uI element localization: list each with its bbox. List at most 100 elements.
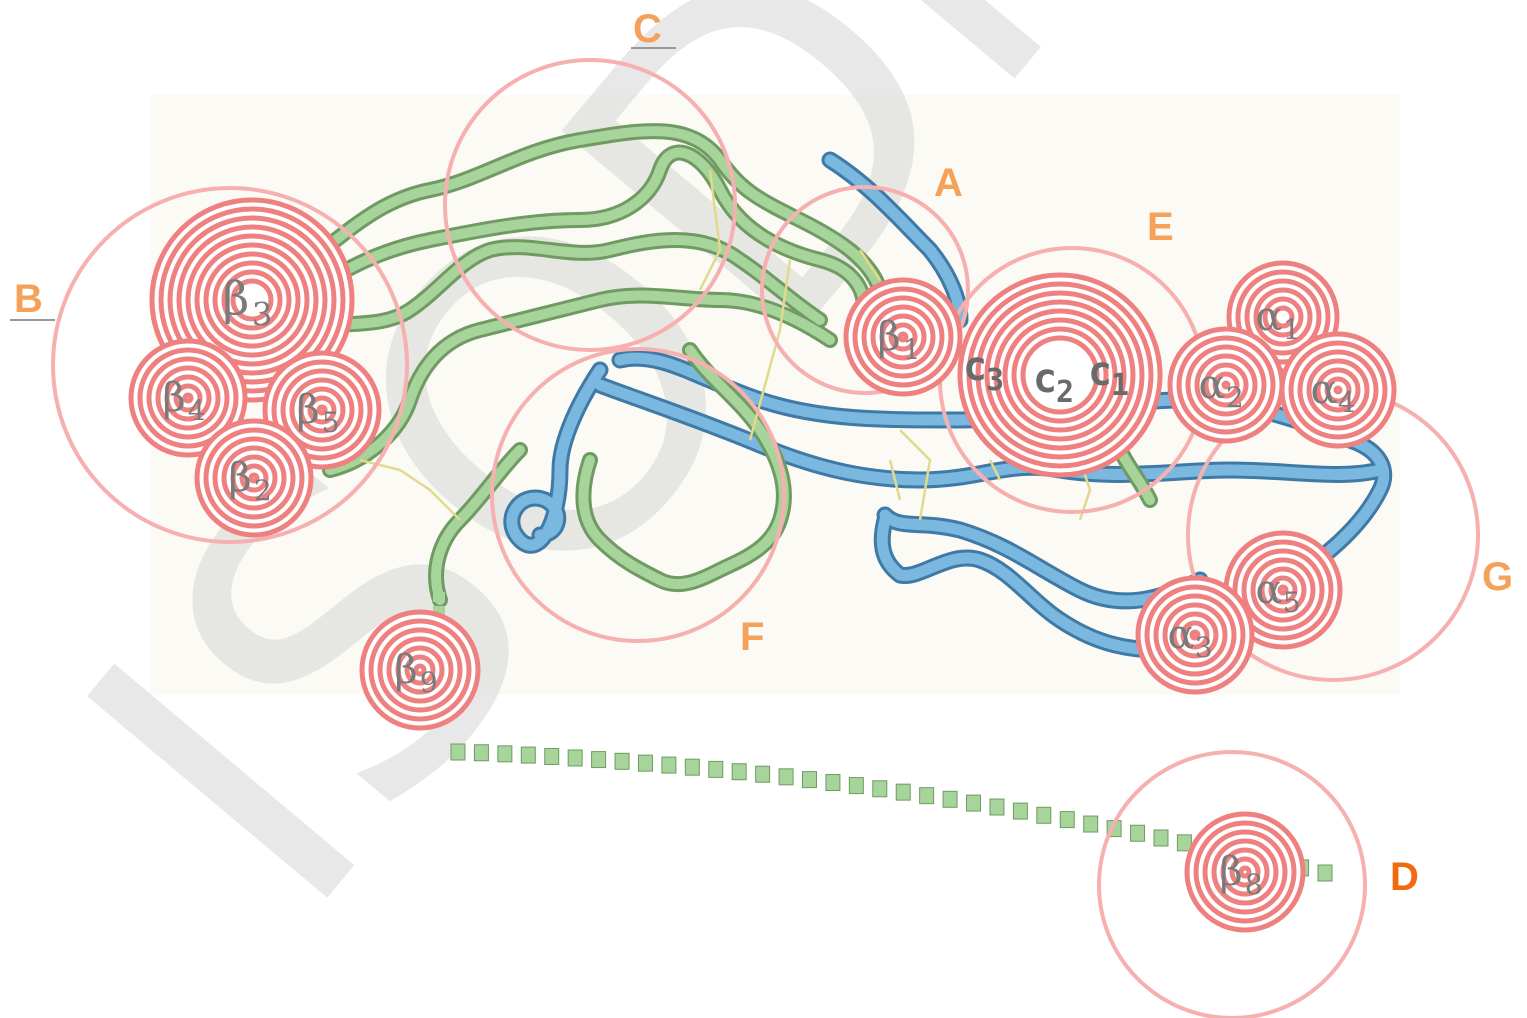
tail-segment — [1059, 811, 1075, 829]
site-ring — [993, 308, 1127, 442]
region-label-a: A — [934, 161, 963, 205]
site-ring — [1184, 811, 1306, 933]
site-ring — [1253, 287, 1313, 347]
site-ring — [1250, 557, 1316, 623]
site-symbol: α — [1167, 612, 1194, 658]
site-ring — [1235, 269, 1331, 365]
region-label-d: D — [1390, 855, 1419, 899]
site-ring — [262, 350, 382, 470]
site-symbol: β — [394, 647, 417, 693]
site-ring — [280, 368, 364, 452]
site-ring — [870, 304, 936, 370]
tail-segment — [637, 754, 653, 772]
site-ring — [1232, 539, 1334, 641]
site-ring — [137, 347, 239, 449]
site-ring — [1259, 566, 1307, 614]
site-symbol: α — [1198, 362, 1225, 408]
tail-segment — [801, 771, 817, 789]
tail-segment — [1036, 806, 1052, 824]
site-ring — [176, 224, 328, 376]
site-ring — [852, 286, 954, 388]
site-ring — [1244, 278, 1322, 356]
tail-segment — [848, 777, 864, 795]
site-ring — [203, 427, 305, 529]
tail-segment — [567, 749, 583, 767]
site-ring — [194, 418, 314, 538]
site-ring — [1203, 362, 1249, 408]
site-ring — [164, 374, 212, 422]
tail-segment — [966, 794, 982, 812]
site-ring — [966, 281, 1154, 469]
tail-segment — [661, 756, 677, 774]
site-ring — [1211, 838, 1279, 906]
site-ring — [194, 242, 310, 358]
tail-segment — [473, 744, 489, 762]
site-ring — [1144, 584, 1246, 686]
site-ring — [1279, 331, 1397, 449]
site-ring — [1002, 317, 1118, 433]
site-ring — [843, 277, 963, 397]
region-circle-b — [51, 186, 409, 544]
c-site-symbol: c — [963, 344, 987, 390]
site-subscript: 4 — [1338, 386, 1356, 419]
site-ring — [1333, 385, 1343, 395]
tail-segment — [825, 774, 841, 792]
site-ring — [182, 392, 194, 404]
site-ring — [1193, 820, 1297, 924]
site-symbol: β — [228, 455, 251, 501]
site-ring — [1277, 584, 1289, 596]
site-ring — [149, 197, 355, 403]
site-ring — [146, 356, 230, 440]
green-chain — [292, 123, 1158, 608]
site-ring — [173, 383, 203, 413]
site-ring — [167, 215, 337, 385]
site-symbol: α — [1255, 567, 1282, 613]
site-ring — [1229, 856, 1261, 888]
tail-segment — [778, 768, 794, 786]
site-ring — [1194, 353, 1258, 417]
site-ring — [368, 618, 472, 722]
site-ring — [395, 645, 445, 695]
site-ring — [359, 609, 481, 731]
region-label-c: C — [633, 7, 662, 51]
site-ring — [1135, 575, 1255, 695]
site-ring — [377, 627, 463, 713]
site-ring — [221, 445, 287, 511]
site-ring — [1241, 548, 1325, 632]
site-ring — [1153, 593, 1237, 677]
site-subscript: 3 — [252, 295, 272, 333]
site-ring — [212, 260, 292, 340]
tail-segment — [1012, 802, 1028, 820]
region-label-f: F — [740, 615, 764, 659]
site-ring — [1268, 575, 1298, 605]
tail-segment — [450, 743, 466, 761]
tail-segment — [614, 752, 630, 770]
site-ring — [1220, 847, 1270, 897]
site-symbol: α — [1255, 294, 1282, 340]
tail-segment — [872, 780, 888, 798]
tail-segment — [497, 745, 513, 763]
site-ring — [1171, 611, 1219, 659]
c-site-subscript: 2 — [1056, 375, 1074, 410]
site-ring — [316, 404, 328, 416]
c-site-subscript: 1 — [1111, 368, 1129, 403]
site-symbol: β — [296, 387, 319, 433]
site-ring — [1324, 376, 1352, 404]
site-ring — [1180, 620, 1210, 650]
region-circle-c — [443, 58, 737, 352]
tail-segment — [731, 763, 747, 781]
region-labels: C B A E F G D — [10, 7, 1513, 899]
site-ring — [203, 251, 301, 349]
site-subscript: 2 — [1226, 381, 1244, 414]
site-ring — [879, 313, 927, 361]
site-ring — [1212, 371, 1240, 399]
site-ring — [1189, 629, 1201, 641]
site-subscript: 5 — [1283, 586, 1301, 619]
